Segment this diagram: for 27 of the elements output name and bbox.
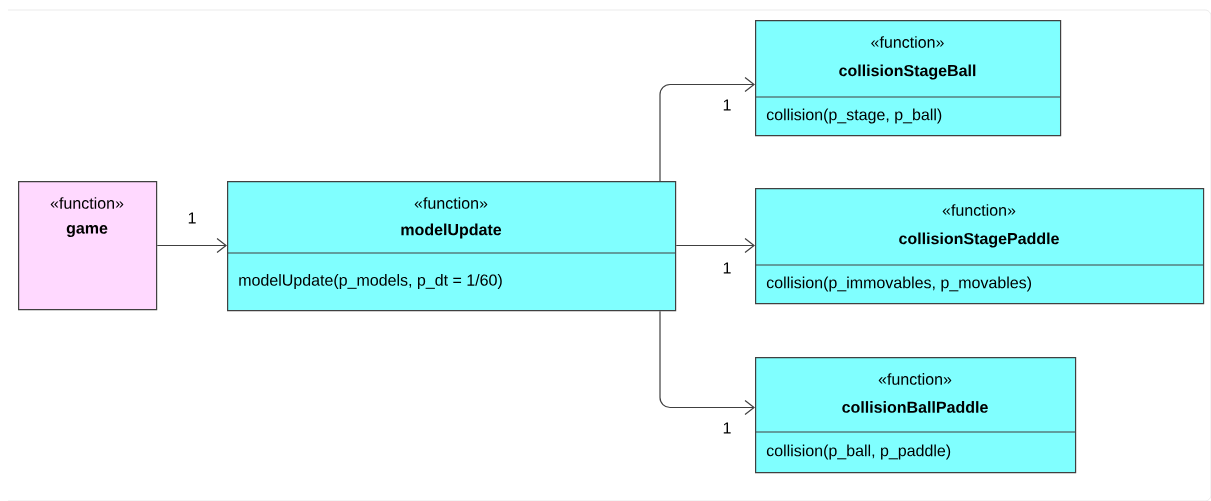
multiplicity-label: 1 bbox=[186, 211, 198, 225]
class-name: game bbox=[66, 225, 108, 237]
multiplicity-label: 1 bbox=[721, 261, 733, 275]
operation-text: collision(p_ball, p_paddle) bbox=[766, 444, 951, 460]
class-box bbox=[18, 181, 158, 311]
arrow bbox=[659, 76, 755, 182]
class-box bbox=[754, 20, 1062, 137]
stereotype-label: «function» bbox=[871, 36, 944, 48]
operation-text: collision(p_immovables, p_movables) bbox=[766, 276, 1031, 292]
class-name: collisionBallPaddle bbox=[842, 401, 988, 413]
arrow bbox=[659, 310, 755, 416]
operation-text: collision(p_stage, p_ball) bbox=[766, 108, 942, 124]
stereotype-label: «function» bbox=[50, 197, 124, 209]
class-box bbox=[226, 181, 677, 312]
arrow bbox=[156, 237, 227, 254]
stereotype-label: «function» bbox=[414, 197, 488, 209]
class-box bbox=[754, 357, 1077, 474]
arrow bbox=[675, 237, 755, 254]
class-box bbox=[754, 188, 1205, 305]
stereotype-label: «function» bbox=[878, 373, 952, 385]
operation-text: modelUpdate(p_models, p_dt = 1/60) bbox=[239, 274, 502, 289]
stereotype-label: «function» bbox=[942, 204, 1016, 216]
class-name: modelUpdate bbox=[401, 223, 502, 239]
class-name: collisionStageBall bbox=[839, 64, 976, 80]
multiplicity-label: 1 bbox=[721, 98, 733, 112]
class-name: collisionStagePaddle bbox=[899, 232, 1059, 248]
multiplicity-label: 1 bbox=[721, 421, 733, 435]
